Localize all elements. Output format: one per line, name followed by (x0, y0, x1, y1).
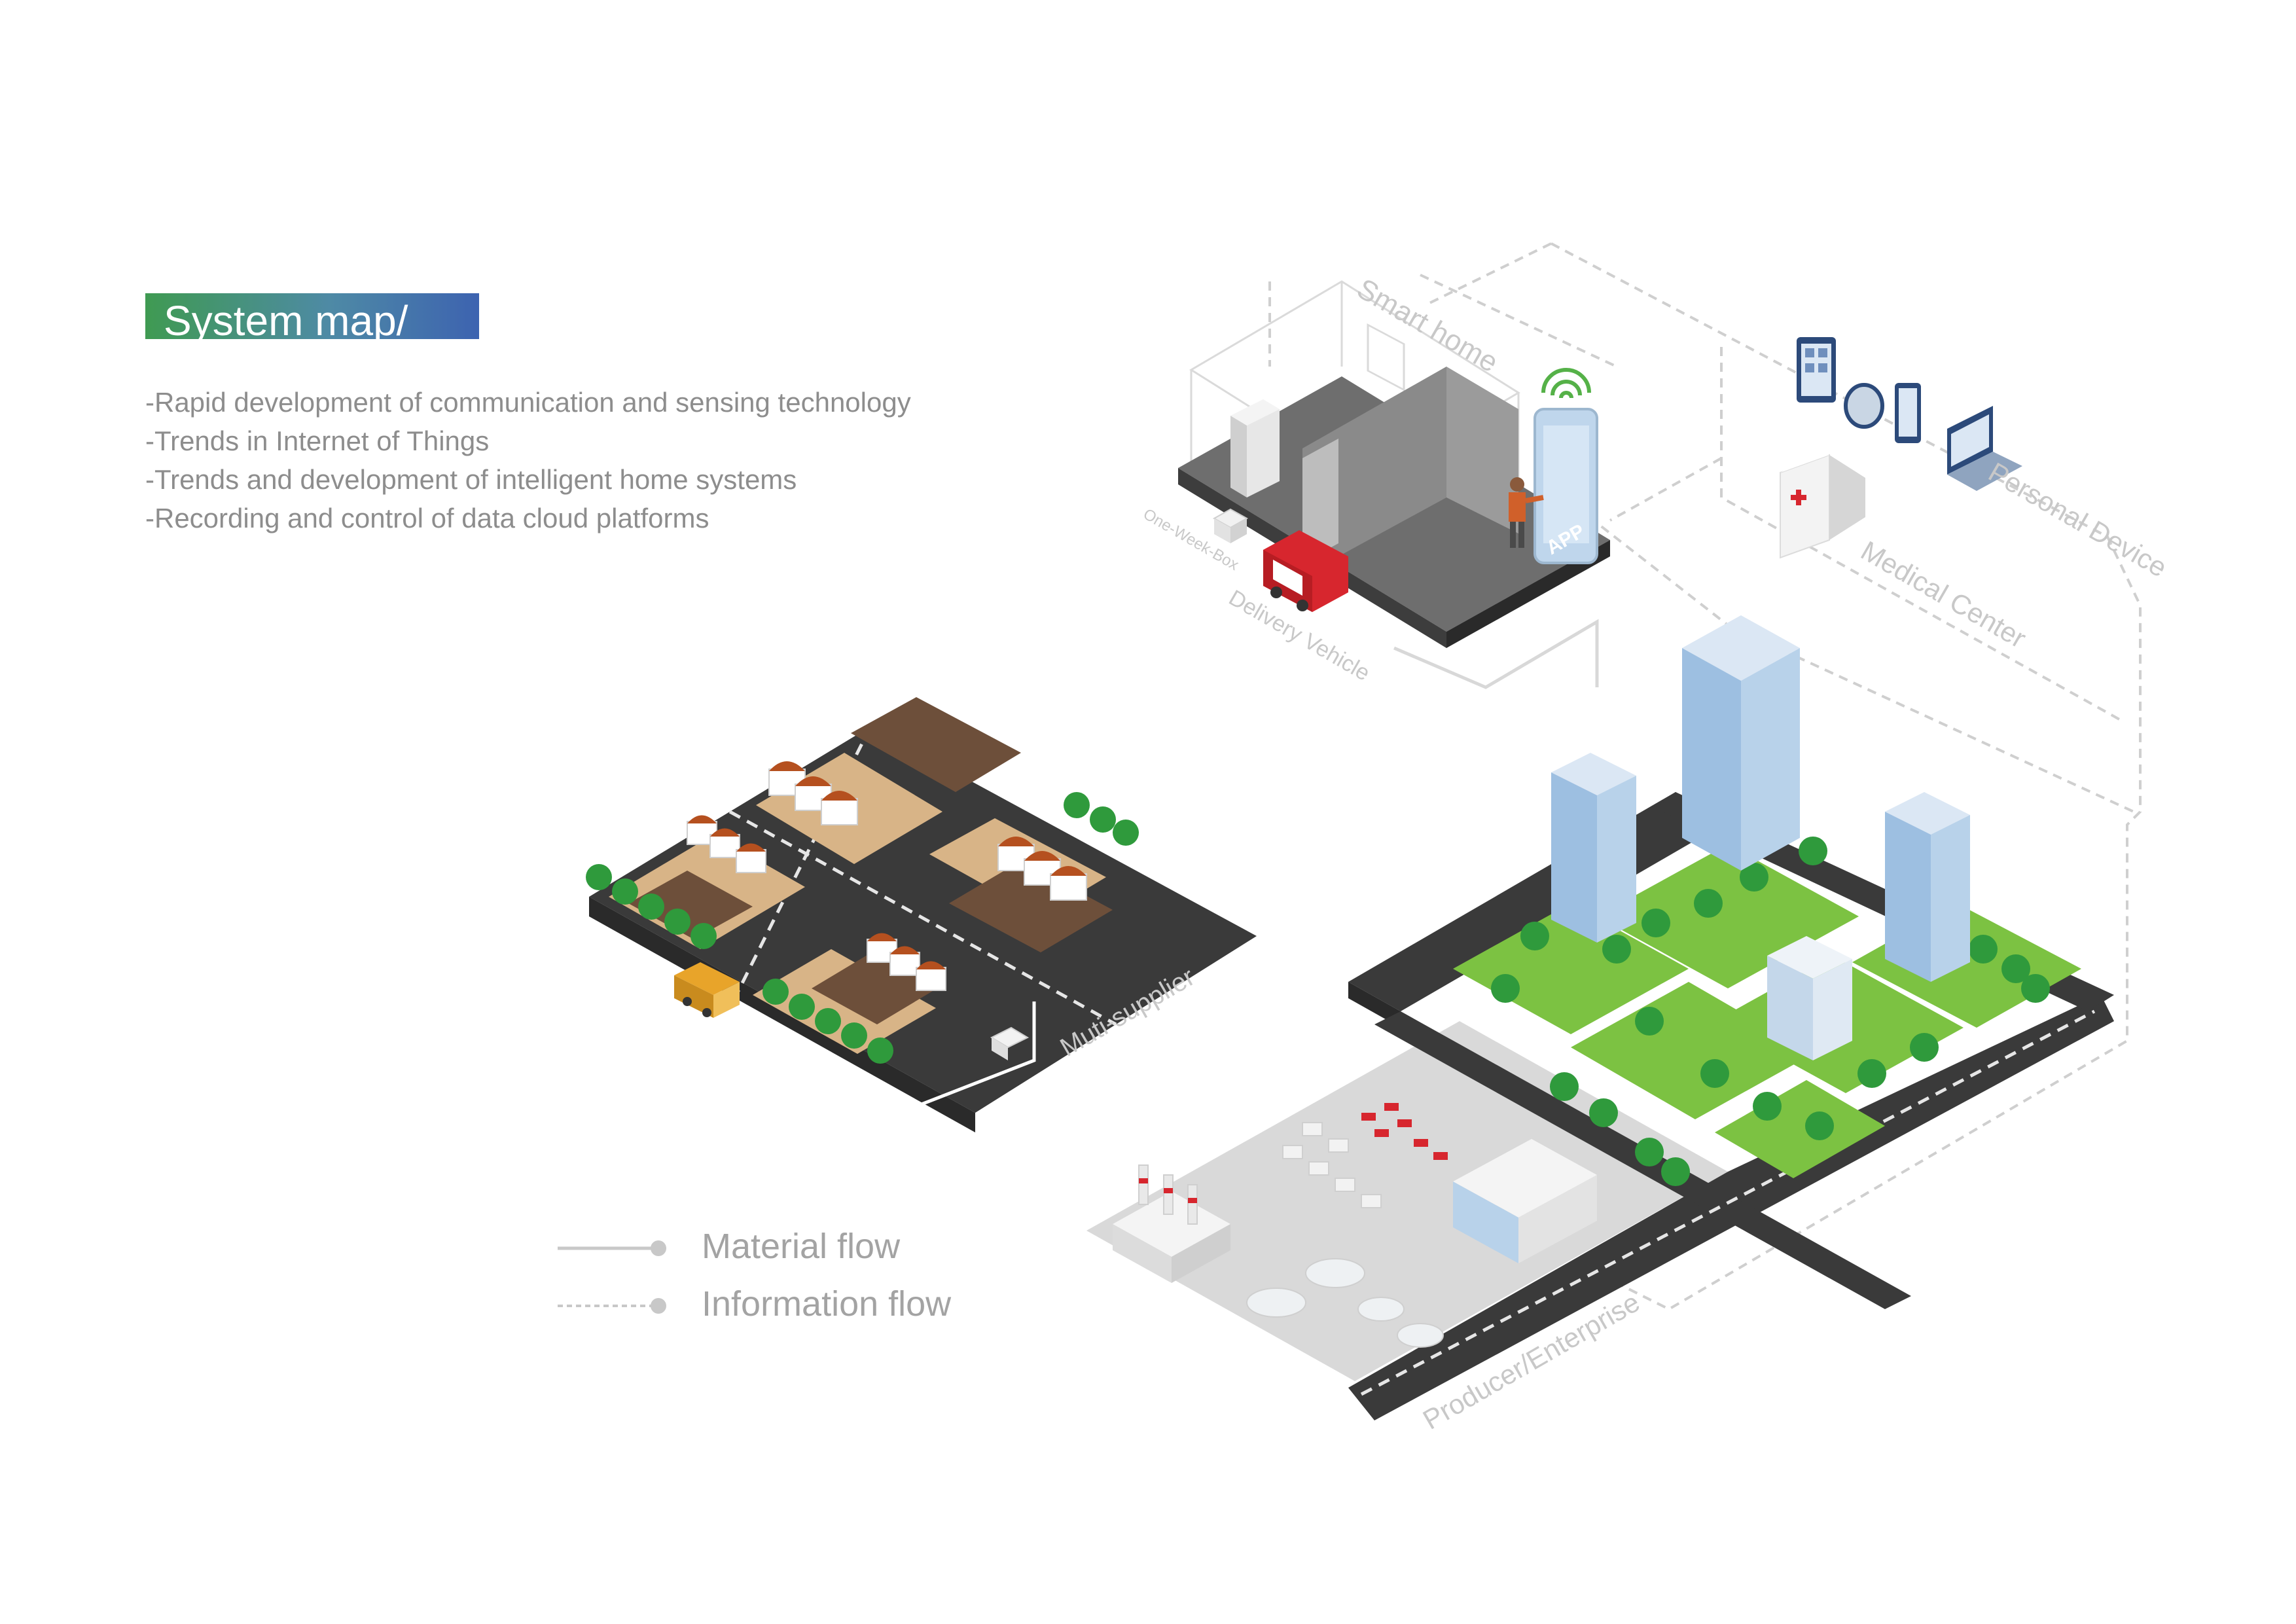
label-medical-center: Medical Center (1856, 535, 2032, 654)
legend-information-flow-label: Information flow (702, 1284, 951, 1324)
medical-center (1780, 452, 1865, 558)
legend (558, 1240, 666, 1314)
skyscraper-left (1551, 753, 1636, 943)
legend-material-flow-label: Material flow (702, 1226, 900, 1267)
label-personal-device: Personal Device (1984, 456, 2172, 583)
legend-material-flow-symbol (558, 1240, 666, 1256)
multi-supplier-farm (586, 697, 1257, 1132)
skyscraper-tall (1682, 615, 1800, 871)
smartwatch-icon (1846, 385, 1882, 427)
producer-enterprise-block (1086, 615, 2114, 1420)
legend-information-flow-symbol (558, 1298, 666, 1314)
office-building (1767, 936, 1852, 1060)
label-smart-home: Smart home (1352, 272, 1503, 378)
smartphone-small-icon (1895, 383, 1921, 443)
tablet-icon (1797, 337, 1836, 403)
skyscraper-right (1885, 792, 1970, 982)
wifi-icon (1543, 370, 1589, 398)
